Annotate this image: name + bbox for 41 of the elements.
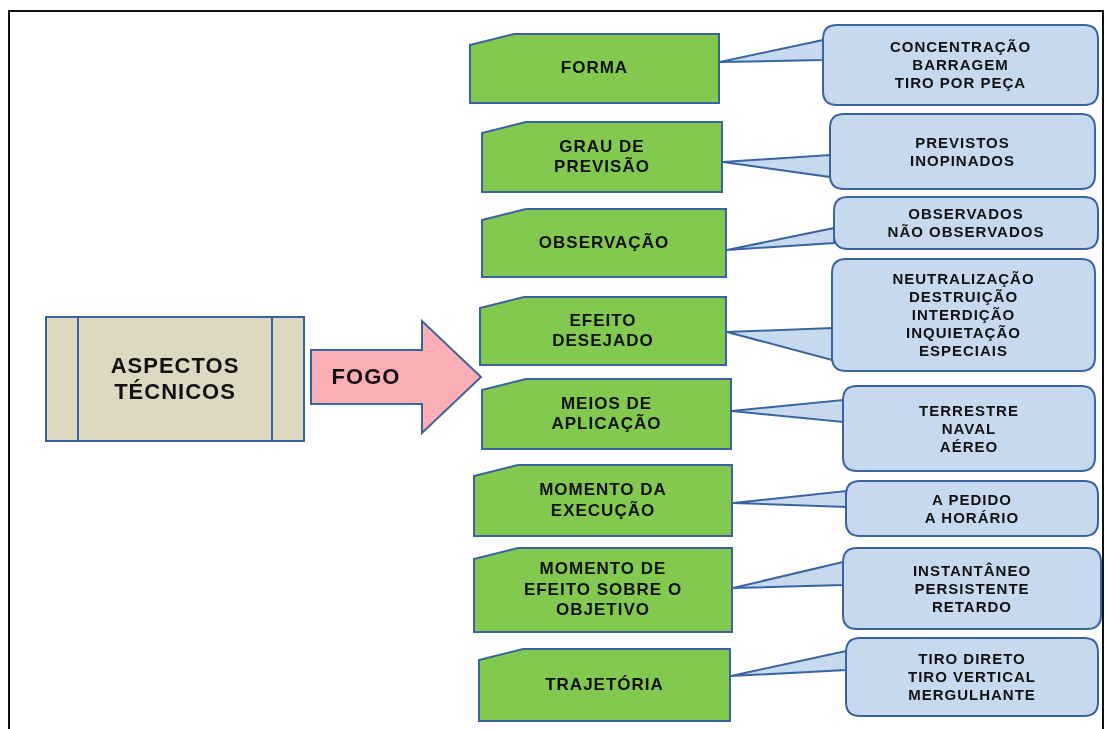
option-text: TIRO VERTICAL xyxy=(908,668,1036,686)
option-text: INTERDIÇÃO xyxy=(911,306,1016,324)
option-text: CONCENTRAÇÃO xyxy=(889,38,1032,56)
category-label: EFEITO DESEJADO xyxy=(551,310,655,352)
connector xyxy=(730,649,847,677)
connector xyxy=(732,560,844,589)
connector xyxy=(732,489,847,509)
option-text: PERSISTENTE xyxy=(914,579,1030,598)
connector xyxy=(726,226,835,251)
category-label: TRAJETÓRIA xyxy=(545,674,664,696)
box-label: ASPECTOS TÉCNICOS xyxy=(109,352,241,406)
option-text: TERRESTRE xyxy=(919,401,1019,420)
option-text: INQUIETAÇÃO xyxy=(906,324,1021,342)
option-text: INOPINADOS xyxy=(910,151,1015,170)
connector xyxy=(731,398,844,424)
option-text: NÃO OBSERVADOS xyxy=(887,223,1045,241)
category-label: MOMENTO DE EFEITO SOBRE O OBJETIVO xyxy=(522,559,684,621)
option-text: TIRO POR PEÇA xyxy=(894,74,1027,92)
option-text: MERGULHANTE xyxy=(908,686,1036,704)
option-text: ESPECIAIS xyxy=(919,342,1008,360)
connector xyxy=(726,326,833,362)
category-label: MOMENTO DA EXECUÇÃO xyxy=(538,480,668,521)
option-text: BARRAGEM xyxy=(912,56,1009,74)
option-text: NEUTRALIZAÇÃO xyxy=(892,270,1035,288)
option-text: PREVISTOS xyxy=(915,133,1010,152)
option-text: A PEDIDO xyxy=(932,490,1012,509)
option-text: OBSERVADOS xyxy=(908,205,1024,223)
category-label: FORMA xyxy=(560,58,629,79)
option-text: TIRO DIRETO xyxy=(918,650,1026,668)
option-text: DESTRUIÇÃO xyxy=(908,288,1019,306)
option-text: NAVAL xyxy=(941,419,997,438)
category-label: OBSERVAÇÃO xyxy=(538,232,670,254)
category-label: MEIOS DE APLICAÇÃO xyxy=(550,393,663,435)
connector xyxy=(722,153,831,179)
option-text: RETARDO xyxy=(931,597,1013,616)
connector xyxy=(719,38,824,63)
arrow-label: FOGO xyxy=(331,363,401,391)
option-text: A HORÁRIO xyxy=(924,508,1020,527)
option-text: AÉREO xyxy=(939,437,999,456)
category-label: GRAU DE PREVISÃO xyxy=(553,136,651,178)
option-text: INSTANTÂNEO xyxy=(912,561,1032,580)
